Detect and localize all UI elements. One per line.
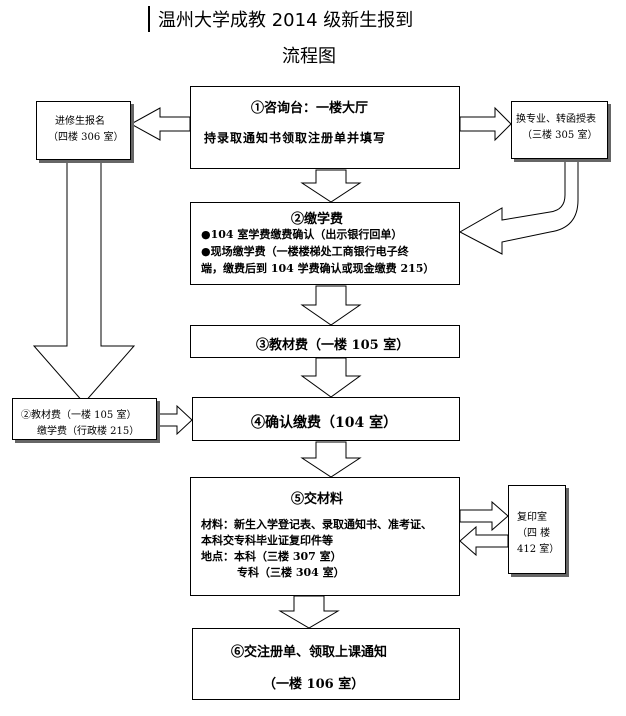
copy-room-line3: 412 室） — [517, 544, 560, 555]
left-top-line2: （四楼 306 室） — [48, 132, 124, 143]
side-box-left-mid: ②教材费（一楼 105 室） 缴学费（行政楼 215） — [12, 398, 157, 440]
step-2-box: ②缴学费 ●104 室学费缴费确认（出示银行回单） ●现场缴学费（一楼楼梯处工商… — [190, 202, 460, 285]
text-cursor — [148, 6, 150, 32]
right-top-line1: 换专业、转函授表 — [516, 114, 596, 125]
step-5-location-a: 地点：本科（三楼 307 室） — [201, 550, 342, 563]
step-5-materials-b: 本科交专科毕业证复印件等 — [201, 534, 333, 547]
step-3-label: ③教材费（一楼 105 室） — [256, 338, 410, 353]
step-1-detail: 持录取通知书领取注册单并填写 — [204, 131, 387, 145]
arrow-s3-s4 — [300, 357, 362, 398]
step-2-bullet-2a: ●现场缴学费（一楼楼梯处工商银行电子终 — [201, 245, 409, 258]
arrow-left-top-down — [32, 159, 136, 404]
step-5-materials-a: 材料：新生入学登记表、录取通知书、准考证、 — [201, 518, 432, 531]
left-mid-line1: ②教材费（一楼 105 室） — [21, 410, 137, 421]
right-top-line2: （三楼 305 室） — [522, 130, 598, 141]
step-2-bullet-1: ●104 室学费缴费确认（出示银行回单） — [201, 228, 403, 241]
step-2-bullet-2b: 端，缴费后到 104 学费确认或现金缴费 215） — [201, 262, 435, 275]
page-subtitle: 流程图 — [282, 46, 336, 67]
step-5-box: ⑤交材料 材料：新生入学登记表、录取通知书、准考证、 本科交专科毕业证复印件等 … — [190, 477, 460, 596]
step-5-location-b: 专科（三楼 304 室） — [237, 566, 345, 579]
arrow-right-top-s2 — [458, 159, 579, 255]
step-3-box: ③教材费（一楼 105 室） — [190, 325, 460, 358]
page-title: 温州大学成教 2014 级新生报到 — [158, 10, 414, 31]
step-1-label: ①咨询台：一楼大厅 — [251, 101, 369, 116]
arrow-copy-s5 — [459, 525, 509, 557]
side-box-left-top: 进修生报名 （四楼 306 室） — [36, 101, 131, 160]
step-6-label: ⑥交注册单、领取上课通知 — [231, 645, 388, 660]
step-4-label: ④确认缴费（104 室） — [251, 415, 398, 431]
step-6-box: ⑥交注册单、领取上课通知 （一楼 106 室） — [192, 628, 460, 700]
step-1-box: ①咨询台：一楼大厅 持录取通知书领取注册单并填写 — [190, 86, 460, 169]
arrow-to-right-top — [459, 106, 512, 142]
step-4-box: ④确认缴费（104 室） — [192, 397, 460, 441]
step-5-label: ⑤交材料 — [291, 492, 344, 507]
step-6-room: （一楼 106 室） — [263, 677, 365, 692]
copy-room-line2: （四 楼 — [517, 528, 551, 539]
side-box-copy-room: 复印室 （四 楼 412 室） — [508, 485, 566, 574]
copy-room-line1: 复印室 — [517, 512, 547, 523]
arrow-s1-s2 — [300, 169, 362, 203]
left-mid-line2: 缴学费（行政楼 215） — [37, 426, 140, 437]
arrow-s5-s6 — [278, 595, 340, 629]
left-top-line1: 进修生报名 — [55, 116, 105, 127]
arrow-s2-s3 — [300, 285, 362, 326]
arrow-left-mid-s4 — [156, 404, 193, 436]
arrow-s4-s5 — [300, 441, 362, 478]
step-2-label: ②缴学费 — [291, 212, 344, 227]
arrow-to-left-top — [129, 107, 191, 141]
side-box-right-top: 换专业、转函授表 （三楼 305 室） — [511, 101, 608, 159]
arrow-s5-copy — [459, 500, 509, 532]
